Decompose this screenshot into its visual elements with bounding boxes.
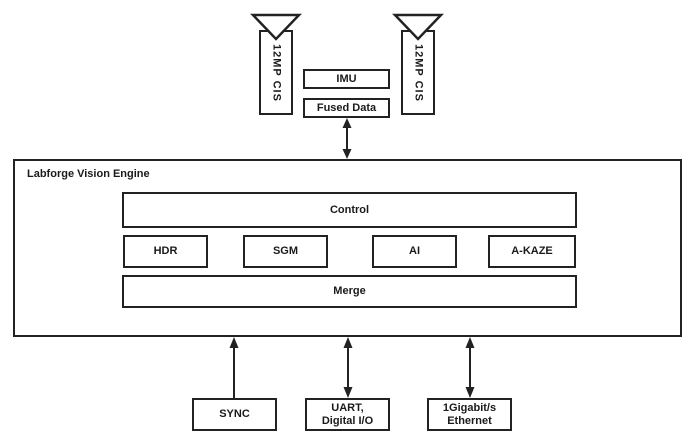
uart-label-line2: Digital I/O	[321, 414, 374, 427]
ethernet-label-line2: Ethernet	[447, 414, 492, 427]
uart-engine-arrow	[343, 337, 353, 398]
ethernet-engine-arrow	[465, 337, 475, 398]
vision-engine-container: Labforge Vision Engine	[13, 159, 682, 337]
ethernet-box: 1Gigabit/s Ethernet	[427, 398, 512, 431]
sync-box: SYNC	[192, 398, 277, 431]
sgm-box: SGM	[243, 235, 328, 268]
hdr-box: HDR	[123, 235, 208, 268]
ai-box: AI	[372, 235, 457, 268]
control-box: Control	[122, 192, 577, 228]
camera-lens-right-icon	[392, 13, 444, 41]
imu-box: IMU	[303, 69, 390, 89]
fused-data-box: Fused Data	[303, 98, 390, 118]
camera-lens-left-icon	[250, 13, 302, 41]
cis-right-box: 12MP CIS	[401, 30, 435, 115]
uart-box: UART, Digital I/O	[305, 398, 390, 431]
uart-label-line1: UART,	[331, 401, 364, 414]
merge-box: Merge	[122, 275, 577, 308]
fused-data-engine-arrow	[342, 118, 352, 159]
vision-engine-title: Labforge Vision Engine	[27, 168, 150, 180]
ethernet-label-line1: 1Gigabit/s	[442, 401, 497, 414]
akaze-box: A-KAZE	[488, 235, 576, 268]
sync-engine-arrow	[229, 337, 239, 398]
cis-left-box: 12MP CIS	[259, 30, 293, 115]
